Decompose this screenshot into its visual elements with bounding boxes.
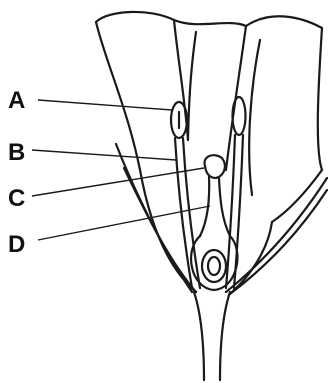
ovule-inner bbox=[208, 257, 220, 275]
anther-right bbox=[233, 97, 246, 135]
ovule bbox=[202, 250, 226, 282]
label-c: C bbox=[8, 185, 25, 212]
leader-line-a bbox=[38, 100, 172, 110]
label-b: B bbox=[8, 139, 25, 166]
stamen-left bbox=[171, 102, 200, 288]
stalk bbox=[194, 292, 230, 380]
labels: A B C D bbox=[8, 87, 25, 258]
stigma bbox=[205, 155, 225, 178]
stamen-right bbox=[226, 97, 246, 288]
label-d: D bbox=[8, 231, 25, 258]
leader-lines bbox=[32, 100, 210, 240]
leader-line-b bbox=[32, 150, 176, 160]
style bbox=[200, 176, 230, 236]
label-a: A bbox=[8, 87, 25, 114]
